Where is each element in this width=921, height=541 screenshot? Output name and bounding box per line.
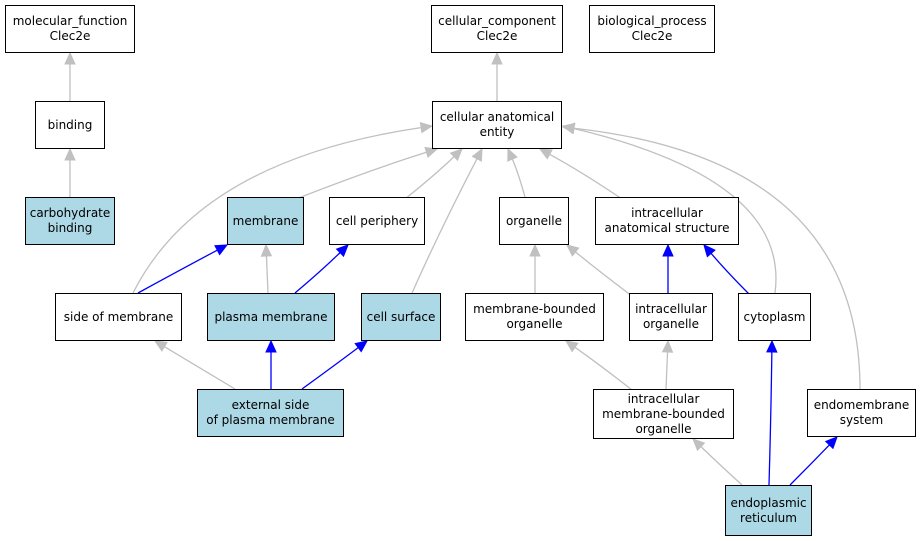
arrowhead-espm-to-som <box>153 340 168 352</box>
arrowhead-espm-to-cs <box>354 340 368 353</box>
arrowhead-cae-to-cc <box>491 51 503 65</box>
edge-som-to-mem <box>137 249 218 294</box>
node-endoplasmic-reticulum[interactable]: endoplasmic reticulum <box>725 485 812 536</box>
node-external-side-of-plasma-membrane[interactable]: external side of plasma membrane <box>197 389 344 437</box>
arrowhead-io-to-ias <box>662 243 674 257</box>
arrowhead-ems-to-cae <box>561 122 576 135</box>
arrowhead-cb-to-bind <box>64 147 76 161</box>
edge-imbo-to-io <box>665 351 669 390</box>
edge-espm-to-cs <box>301 347 359 390</box>
edge-cp-to-cae <box>404 156 455 200</box>
arrowhead-som-to-cae <box>419 121 434 134</box>
edge-er-to-ems <box>789 444 830 486</box>
edge-mem-to-cae <box>295 151 427 200</box>
arrowhead-io-to-org <box>566 244 580 257</box>
node-plasma-membrane[interactable]: plasma membrane <box>207 293 335 341</box>
node-intracellular-anatomical-structure[interactable]: intracellular anatomical structure <box>595 197 739 245</box>
arrowhead-imbo-to-mbo <box>565 340 579 353</box>
node-binding[interactable]: binding <box>35 101 105 149</box>
arrowhead-cp-to-cae <box>449 148 463 162</box>
arrowhead-org-to-cae <box>507 147 518 162</box>
arrowhead-er-to-cyto <box>766 339 778 353</box>
arrowhead-er-to-ems <box>824 436 838 450</box>
arrowhead-espm-to-pm <box>265 339 277 353</box>
edge-imbo-to-mbo <box>574 346 633 391</box>
edge-cs-to-cae <box>411 158 478 294</box>
node-membrane[interactable]: membrane <box>227 197 304 245</box>
edge-ias-to-cae <box>549 153 623 200</box>
node-side-of-membrane[interactable]: side of membrane <box>55 293 182 341</box>
edge-er-to-cyto <box>768 351 773 486</box>
node-cell-periphery[interactable]: cell periphery <box>329 197 425 245</box>
edge-espm-to-som <box>164 346 236 390</box>
node-cell-surface[interactable]: cell surface <box>361 293 441 341</box>
arrowhead-pm-to-mem <box>260 243 273 257</box>
arrowhead-mbo-to-org <box>529 243 541 257</box>
node-molecular-function[interactable]: molecular_function Clec2e <box>5 5 135 53</box>
arrowhead-imbo-to-io <box>661 339 674 353</box>
node-organelle[interactable]: organelle <box>499 197 569 245</box>
edge-som-to-cae <box>132 126 422 294</box>
arrowhead-bind-to-mf <box>64 51 76 65</box>
arrowhead-cs-to-cae <box>471 147 483 162</box>
node-cellular-component[interactable]: cellular_component Clec2e <box>431 5 563 53</box>
node-endomembrane-system[interactable]: endomembrane system <box>807 389 916 437</box>
edge-ems-to-cae <box>573 127 861 390</box>
arrowhead-cyto-to-ias <box>703 244 716 258</box>
arrowhead-pm-to-cp <box>335 244 349 258</box>
edge-er-to-imbo <box>700 446 743 486</box>
edge-cyto-to-cae <box>573 127 777 294</box>
edge-cyto-to-ias <box>710 252 751 296</box>
edge-pm-to-mem <box>265 255 269 294</box>
node-carbohydrate-binding[interactable]: carbohydrate binding <box>25 197 115 245</box>
edge-io-to-org <box>575 251 633 297</box>
edge-pm-to-cp <box>294 252 341 294</box>
arrowhead-er-to-imbo <box>692 438 706 452</box>
node-intracellular-organelle[interactable]: intracellular organelle <box>629 293 713 341</box>
node-membrane-bounded-organelle[interactable]: membrane-bounded organelle <box>465 293 604 341</box>
node-biological-process[interactable]: biological_process Clec2e <box>589 5 715 53</box>
node-cellular-anatomical-entity[interactable]: cellular anatomical entity <box>432 101 562 149</box>
arrowhead-mem-to-cae <box>424 146 439 158</box>
arrowhead-ias-to-cae <box>538 148 553 160</box>
node-cytoplasm[interactable]: cytoplasm <box>738 293 811 341</box>
node-intracellular-membrane-bounded-organelle[interactable]: intracellular membrane-bounded organelle <box>593 389 734 439</box>
edge-org-to-cae <box>511 158 526 198</box>
arrowhead-som-to-mem <box>214 244 229 256</box>
